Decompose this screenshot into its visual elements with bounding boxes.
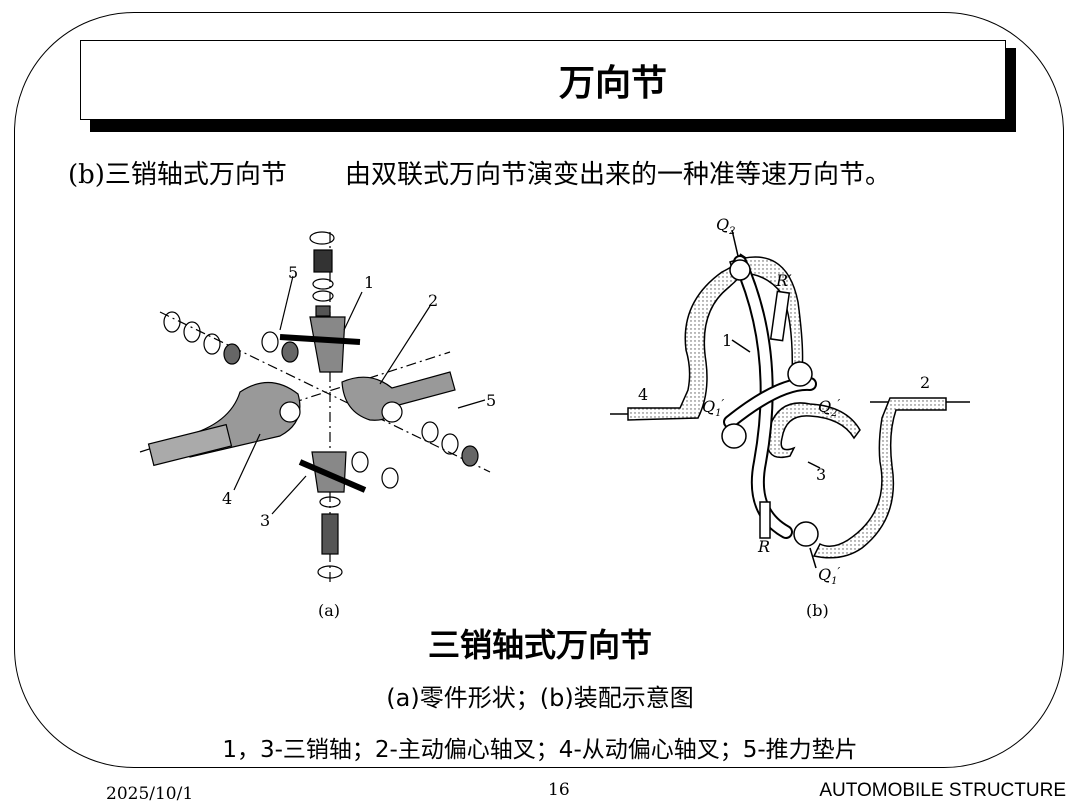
figure-b-callout-3: 3 (816, 465, 826, 484)
heading-label: (b)三销轴式万向节 (68, 160, 287, 190)
slide-title: 万向节 (558, 63, 667, 104)
figure-b-r-prime-label: R′ (775, 271, 792, 290)
figure-a-callout-4: 4 (222, 489, 232, 508)
figure-b-r-label: R (757, 537, 770, 556)
figure-a-label: (a) (318, 601, 340, 620)
figure-b-q1-prime-label: Q1′ (702, 397, 725, 419)
figure-b-callout-4: 4 (638, 385, 648, 404)
section-heading: (b)三销轴式万向节 由双联式万向节演变出来的一种准等速万向节。 (68, 154, 891, 191)
title-box: 万向节 (80, 40, 1006, 120)
footer-course-name: AUTOMOBILE STRUCTURE (819, 780, 1066, 801)
figure-b-assembly-diagram: Q2 R′ 1 4 Q1′ Q2′ 2 3 R Q1′ (b) (610, 215, 970, 620)
figure-b-callout-1: 1 (722, 331, 732, 350)
figure-caption-title: 三销轴式万向节 (427, 626, 652, 664)
figure-a-callout-1: 1 (364, 273, 374, 292)
figure-b-q2-label: Q2 (716, 215, 736, 237)
figure-a-callout-2: 2 (428, 291, 438, 310)
footer-page-number: 16 (548, 780, 570, 800)
figure-a-callout-3: 3 (260, 511, 270, 530)
slide-frame (14, 12, 1064, 768)
figure-caption-subtitle: (a)零件形状；(b)装配示意图 (386, 684, 694, 712)
figure-b-q1-prime-bottom-label: Q1′ (818, 565, 841, 587)
figure-b-callout-2: 2 (920, 373, 930, 392)
figure-a-callout-5-top: 5 (288, 263, 298, 282)
figure-b-label: (b) (806, 601, 829, 620)
heading-description: 由双联式万向节演变出来的一种准等速万向节。 (344, 160, 891, 190)
figure-b-q2-prime-label: Q2′ (818, 397, 841, 419)
figure-a-exploded-parts: 5 1 2 5 4 3 (a) (139, 231, 496, 620)
figure-a-callout-5-right: 5 (486, 391, 496, 410)
figure-caption-legend: 1，3-三销轴；2-主动偏心轴叉；4-从动偏心轴叉；5-推力垫片 (222, 737, 858, 763)
footer-date: 2025/10/1 (106, 784, 194, 804)
